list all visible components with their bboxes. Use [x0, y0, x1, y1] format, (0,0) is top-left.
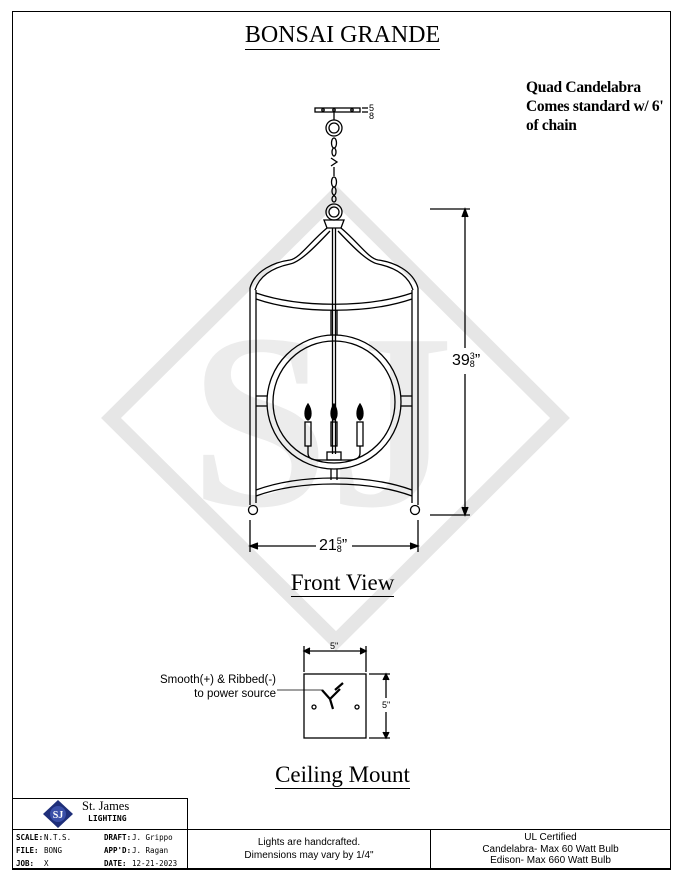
- height-whole: 39: [452, 352, 470, 369]
- date-key: DATE:: [104, 859, 127, 868]
- file-value: BONG: [44, 846, 63, 855]
- watermark-diamond: [101, 185, 570, 651]
- file-key: FILE:: [16, 846, 39, 855]
- draft-value: J. Grippo: [132, 833, 173, 842]
- handcraft-line: Lights are handcrafted.: [257, 837, 361, 848]
- width-whole: 21: [319, 537, 337, 554]
- date-value: 12-21-2023: [132, 859, 178, 868]
- scale-key: SCALE:: [16, 833, 44, 842]
- appd-value: J. Ragan: [132, 846, 169, 855]
- certification-note: UL Certified Candelabra- Max 60 Watt Bul…: [430, 832, 671, 867]
- page-title: BONSAI GRANDE: [244, 22, 441, 50]
- handcraft-line: Dimensions may vary by 1/4": [244, 850, 374, 861]
- appd-key: APP'D:: [104, 846, 132, 855]
- logo-text: SJ: [53, 810, 64, 821]
- height-frac-den: 8: [469, 359, 475, 369]
- width-frac-num: 5: [336, 536, 342, 546]
- job-value: X: [44, 859, 49, 868]
- canopy: [314, 107, 361, 137]
- watermark-text: SJ: [190, 283, 454, 560]
- cert-line: UL Certified: [524, 832, 577, 843]
- canopy-dimension-label: 5 8: [369, 103, 375, 121]
- handcraft-note: Lights are handcrafted. Dimensions may v…: [187, 836, 431, 862]
- company-name: St. James: [82, 799, 130, 813]
- mount-height-label: 5": [382, 700, 391, 710]
- cert-line: Candelabra- Max 60 Watt Bulb: [482, 843, 619, 855]
- width-dimension: [248, 520, 420, 552]
- callout-line: Smooth(+) & Ribbed(-): [160, 674, 276, 686]
- front-view-label: Front View: [290, 570, 395, 597]
- company-subname: LIGHTING: [88, 814, 127, 823]
- job-key: JOB:: [16, 859, 35, 868]
- callout-line: to power source: [194, 688, 276, 700]
- chain: [325, 137, 343, 221]
- note-line: Quad Candelabra: [526, 79, 641, 96]
- product-note: Quad Candelabra Comes standard w/ 6' of …: [526, 78, 666, 135]
- height-dimension: [430, 207, 470, 517]
- wiring-callout: Smooth(+) & Ribbed(-) to power source: [140, 673, 276, 701]
- candelabra: [304, 402, 364, 461]
- draft-key: DRAFT:: [104, 833, 132, 842]
- mount-width-label: 5": [330, 641, 339, 651]
- note-line: of chain: [526, 117, 577, 134]
- top-cap: [323, 219, 345, 229]
- note-line: Comes standard w/ 6': [526, 98, 664, 115]
- canopy-frac-num: 5: [369, 103, 375, 113]
- ceiling-mount-plate: [277, 646, 390, 740]
- cert-line: Edison- Max 660 Watt Bulb: [490, 855, 611, 866]
- certification-box: [430, 829, 671, 870]
- width-frac-den: 8: [336, 544, 342, 554]
- company-logo: SJ: [43, 800, 73, 828]
- height-frac-num: 3: [469, 351, 475, 361]
- drawing-border: [12, 11, 671, 869]
- canopy-frac-den: 8: [369, 111, 375, 121]
- scale-value: N.T.S.: [44, 833, 72, 842]
- ceiling-mount-label: Ceiling Mount: [275, 762, 410, 789]
- lantern-frame: [247, 227, 421, 516]
